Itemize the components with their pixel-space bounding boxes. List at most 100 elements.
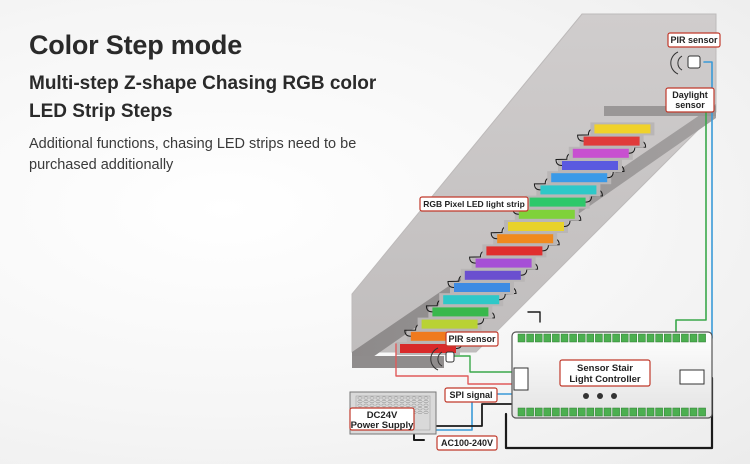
grille-hole [411, 403, 417, 407]
page-description: Additional functions, chasing LED strips… [29, 136, 357, 173]
controller-button-1 [583, 393, 589, 399]
terminal-top-10 [595, 333, 603, 343]
wire-strip-top [527, 311, 541, 323]
grille-hole [417, 407, 423, 411]
grille-hole [381, 400, 387, 404]
led-steps [396, 122, 655, 355]
grille-hole [423, 400, 429, 404]
spi-label-box [444, 387, 498, 403]
terminal-bottom-5 [552, 407, 560, 417]
terminal-top-21 [689, 333, 698, 343]
terminal-top-4 [543, 333, 552, 343]
grille-hole [387, 400, 393, 404]
terminal-bottom-6 [560, 407, 569, 417]
terminal-top-6 [560, 333, 569, 343]
led-strip-13 [529, 197, 586, 207]
pir-bottom-sensor [430, 347, 455, 371]
led-strip-16 [562, 161, 618, 170]
led-strip-3 [421, 319, 478, 329]
led-strip-15 [551, 173, 608, 183]
grille-hole [357, 400, 363, 404]
controller-label-1: Sensor Stair [577, 363, 633, 374]
ac-label-box [436, 435, 498, 451]
pir-bottom-label-box [445, 331, 499, 347]
terminal-top-19 [672, 333, 681, 343]
terminal-bottom-16 [646, 407, 655, 417]
staircase-floor [352, 356, 444, 368]
led-strip-14 [540, 185, 597, 195]
grille-hole [423, 410, 429, 414]
led-strip-7 [464, 270, 521, 280]
pir-top-sensor [670, 51, 701, 75]
terminal-bottom-7 [569, 407, 577, 417]
terminal-bottom-12 [612, 407, 620, 417]
grille-hole [423, 403, 429, 407]
terminal-top-12 [612, 333, 620, 343]
led-strip-6 [454, 283, 510, 292]
led-strip-18 [583, 136, 640, 146]
grille-hole [375, 403, 381, 407]
staircase-wall [351, 13, 717, 353]
led-strip-4 [432, 307, 489, 317]
terminal-bottom-21 [689, 407, 698, 417]
terminal-top-5 [552, 333, 560, 343]
grille-hole [375, 400, 381, 404]
power-supply: DC24V Power Supply [349, 391, 437, 435]
page-title: Color Step mode [29, 30, 243, 60]
led-strip-5 [443, 295, 500, 305]
grille-hole [405, 400, 411, 404]
led-strip-1 [400, 344, 456, 353]
terminal-bottom-8 [577, 407, 586, 417]
grille-hole [423, 396, 429, 400]
terminal-top-11 [603, 333, 612, 343]
grille-hole [417, 410, 423, 414]
terminal-bottom-13 [620, 407, 629, 417]
grille-hole [357, 396, 363, 400]
terminal-bottom-15 [638, 407, 646, 417]
terminal-bottom-4 [543, 407, 552, 417]
controller-terminals-top [517, 333, 706, 343]
power-label-2: Power Supply [351, 420, 415, 431]
grille-hole [417, 403, 423, 407]
controller: Sensor Stair Light Controller [511, 331, 713, 419]
daylight-label-2: sensor [675, 100, 705, 110]
led-strip-19 [594, 124, 651, 134]
terminal-bottom-3 [534, 407, 543, 417]
terminal-top-3 [534, 333, 543, 343]
rgb-strip-label-box [419, 196, 529, 212]
page-subtitle: Multi-step Z-shape Chasing RGB color LED… [29, 73, 377, 122]
grille-hole [381, 403, 387, 407]
terminal-top-16 [646, 333, 655, 343]
grille-hole [393, 396, 399, 400]
rgb-strip-label: RGB Pixel LED light strip [423, 199, 525, 209]
controller-left-port [513, 367, 529, 391]
wire-power-black [431, 403, 513, 427]
wire-spi [395, 343, 513, 385]
terminal-top-1 [517, 333, 526, 343]
led-strip-11 [508, 222, 564, 231]
controller-terminals-bottom [517, 407, 706, 417]
grille-hole [399, 403, 405, 407]
grille-hole [387, 396, 393, 400]
terminal-bottom-10 [595, 407, 603, 417]
terminal-bottom-9 [586, 407, 595, 417]
power-label-1: DC24V [367, 410, 398, 421]
led-strip-17 [572, 148, 629, 158]
terminal-bottom-11 [603, 407, 612, 417]
led-strip-9 [486, 246, 543, 256]
grille-hole [417, 400, 423, 404]
grille-hole [417, 396, 423, 400]
grille-hole [369, 396, 375, 400]
terminal-top-9 [586, 333, 595, 343]
grille-hole [369, 403, 375, 407]
grille-hole [369, 400, 375, 404]
terminal-bottom-14 [629, 407, 638, 417]
grille-hole [363, 403, 369, 407]
terminal-top-7 [569, 333, 577, 343]
ac-label: AC100-240V [441, 438, 493, 448]
controller-label-box [559, 359, 651, 387]
grille-hole [411, 400, 417, 404]
terminal-top-18 [663, 333, 672, 343]
led-strip-10 [497, 234, 554, 244]
